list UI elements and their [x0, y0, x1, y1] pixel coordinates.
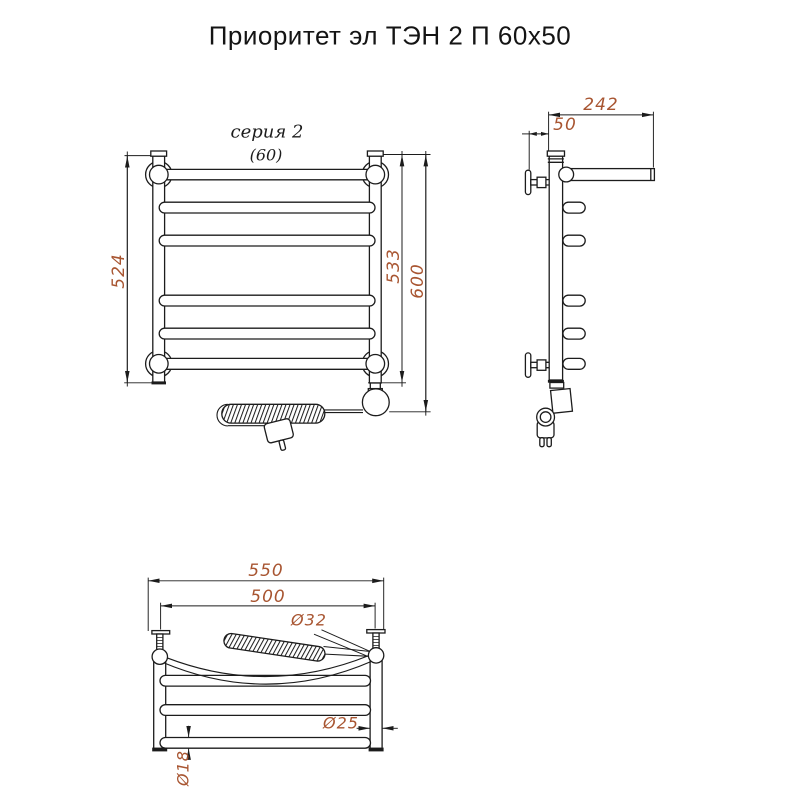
- post-section-circle: [367, 647, 385, 664]
- side-view: [522, 111, 656, 448]
- front-series-label: серия 2: [230, 121, 304, 143]
- side-post-cap: [546, 150, 566, 157]
- plug-prong: [546, 437, 552, 448]
- post-section-circle: [151, 648, 169, 666]
- bottom-rung: [159, 704, 372, 717]
- cord-coil: [221, 403, 326, 424]
- dim-533-label: 533: [384, 248, 404, 284]
- rung-stub: [562, 294, 586, 307]
- rung: [158, 201, 376, 214]
- wall-bracket-bottom: [524, 352, 550, 378]
- side-plug-face: [536, 407, 556, 427]
- shelf-arm: [563, 167, 656, 182]
- dia32-leader: [321, 629, 370, 652]
- coil-lead: [322, 653, 370, 657]
- curved-rail: [163, 660, 373, 685]
- ball-joint: [365, 164, 386, 185]
- right-post: [368, 155, 382, 384]
- rung-stub: [562, 327, 586, 340]
- front-width-label: (60): [249, 145, 283, 165]
- coil-lead: [323, 645, 371, 653]
- side-post-foot: [547, 379, 564, 383]
- right-post-cap: [366, 150, 384, 157]
- rung: [158, 327, 376, 340]
- rung: [158, 234, 376, 247]
- side-heater-block: [549, 387, 574, 414]
- dim-50-label: 50: [553, 115, 577, 135]
- curved-rail: [166, 654, 370, 678]
- heating-element: [361, 388, 390, 417]
- bottom-view-dimensions: [147, 577, 398, 760]
- left-post: [152, 155, 166, 384]
- dim-600-label: 600: [408, 263, 428, 299]
- plug-prong: [539, 437, 545, 448]
- left-post-foot: [151, 381, 166, 385]
- dim-500-label: 500: [250, 587, 286, 607]
- left-post-cap: [150, 150, 168, 157]
- arm-ball-joint: [558, 166, 575, 183]
- dim-524-label: 524: [109, 253, 129, 289]
- bottom-view: [147, 577, 398, 760]
- top-rail: [158, 168, 376, 181]
- rung-stub: [562, 201, 586, 214]
- dim-d25-label: Ø25: [323, 713, 359, 733]
- dim-550-label: 550: [248, 561, 284, 581]
- dim-242-label: 242: [583, 95, 619, 115]
- rung-stub: [562, 357, 586, 370]
- side-heater-flange: [549, 381, 565, 389]
- rung-stub: [562, 234, 586, 247]
- front-view: [124, 150, 431, 451]
- front-view-dimensions: [124, 151, 431, 416]
- wall-bracket-top: [524, 169, 550, 196]
- dia32-leader: [313, 633, 368, 657]
- bottom-rung: [159, 736, 372, 749]
- dim-d18-label: Ø18: [173, 750, 193, 786]
- ball-joint: [365, 353, 386, 374]
- side-plug-face-inner: [539, 411, 552, 424]
- dim-d32-label: Ø32: [291, 610, 327, 630]
- cord-coil-bottom: [223, 632, 326, 662]
- bottom-right-post: [369, 657, 383, 750]
- power-plug: [263, 418, 294, 451]
- ball-joint: [148, 164, 169, 185]
- bottom-rail: [158, 357, 376, 370]
- bottom-post-foot: [152, 747, 168, 752]
- cord-loop: [216, 403, 228, 427]
- drawing-title: Приоритет эл ТЭН 2 П 60x50: [208, 20, 572, 51]
- side-post: [548, 155, 564, 381]
- bottom-post-foot: [368, 747, 384, 752]
- side-view-dimensions: [522, 111, 654, 170]
- rung: [158, 294, 376, 307]
- ball-joint: [148, 353, 169, 374]
